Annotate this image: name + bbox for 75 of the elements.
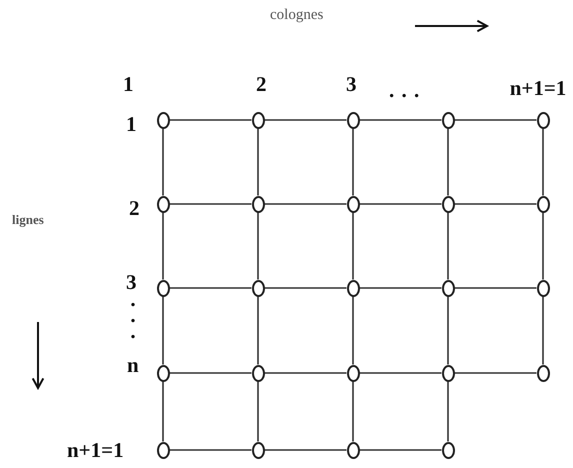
connector-line bbox=[264, 287, 346, 289]
connector-line bbox=[257, 128, 259, 196]
node-circle bbox=[346, 280, 360, 296]
node-circle bbox=[346, 364, 360, 382]
node-circle bbox=[156, 442, 170, 458]
row-number: n+1=1 bbox=[67, 440, 124, 461]
node-circle bbox=[536, 280, 550, 296]
connector-line bbox=[352, 128, 354, 196]
connector-line bbox=[352, 212, 354, 280]
node-circle bbox=[252, 280, 264, 296]
connector-line bbox=[360, 372, 442, 374]
connector-line bbox=[162, 212, 164, 280]
connector-line bbox=[542, 128, 544, 196]
node-circle bbox=[536, 112, 550, 128]
connector-line bbox=[447, 296, 449, 364]
connector-line bbox=[454, 287, 536, 289]
connector-line bbox=[447, 382, 449, 442]
column-number: 3 bbox=[346, 74, 356, 95]
connector-line bbox=[454, 372, 536, 374]
node-circle bbox=[156, 364, 170, 382]
node-circle bbox=[252, 112, 264, 128]
column-number: n+1=1 bbox=[508, 75, 568, 102]
connector-line bbox=[264, 372, 346, 374]
connector-line bbox=[542, 296, 544, 364]
connector-line bbox=[170, 449, 252, 451]
node-circle bbox=[442, 112, 454, 128]
row-number: n bbox=[127, 355, 139, 376]
row-number: 3 bbox=[126, 272, 136, 293]
row-number: 1 bbox=[126, 114, 136, 135]
connector-line bbox=[447, 212, 449, 280]
connector-line bbox=[162, 128, 164, 196]
connector-line bbox=[352, 382, 354, 442]
node-circle bbox=[442, 196, 454, 212]
connector-line bbox=[360, 119, 442, 121]
node-circle bbox=[156, 112, 170, 128]
ellipsis: . . . bbox=[389, 80, 420, 101]
node-circle bbox=[252, 196, 264, 212]
node-circle bbox=[442, 364, 454, 382]
connector-line bbox=[170, 203, 252, 205]
column-number: 2 bbox=[256, 74, 266, 95]
connector-line bbox=[162, 382, 164, 442]
connector-line bbox=[264, 203, 346, 205]
axis-title: colognes bbox=[270, 8, 324, 23]
node-circle bbox=[156, 196, 170, 212]
connector-line bbox=[257, 212, 259, 280]
connector-line bbox=[454, 119, 536, 121]
connector-line bbox=[454, 203, 536, 205]
node-circle bbox=[536, 364, 550, 382]
node-circle bbox=[536, 196, 550, 212]
connector-line bbox=[360, 287, 442, 289]
connector-line bbox=[257, 382, 259, 442]
column-number: 1 bbox=[123, 74, 134, 95]
connector-line bbox=[257, 296, 259, 364]
connector-line bbox=[447, 128, 449, 196]
connector-line bbox=[170, 119, 252, 121]
connector-line bbox=[360, 203, 442, 205]
connector-line bbox=[264, 449, 346, 451]
connector-line bbox=[170, 287, 252, 289]
node-circle bbox=[346, 196, 360, 212]
node-circle bbox=[156, 280, 170, 296]
connector-line bbox=[352, 296, 354, 364]
row-number: 2 bbox=[129, 198, 140, 219]
connector-line bbox=[264, 119, 346, 121]
node-circle bbox=[252, 364, 264, 382]
ellipsis: . . . bbox=[130, 292, 137, 340]
connector-line bbox=[360, 449, 442, 451]
node-circle bbox=[442, 442, 454, 458]
node-circle bbox=[346, 442, 360, 458]
node-circle bbox=[442, 280, 454, 296]
connector-line bbox=[162, 296, 164, 364]
connector-line bbox=[542, 212, 544, 280]
axis-title: lignes bbox=[12, 213, 44, 226]
node-circle bbox=[252, 442, 264, 458]
node-circle bbox=[346, 112, 360, 128]
connector-line bbox=[170, 372, 252, 374]
